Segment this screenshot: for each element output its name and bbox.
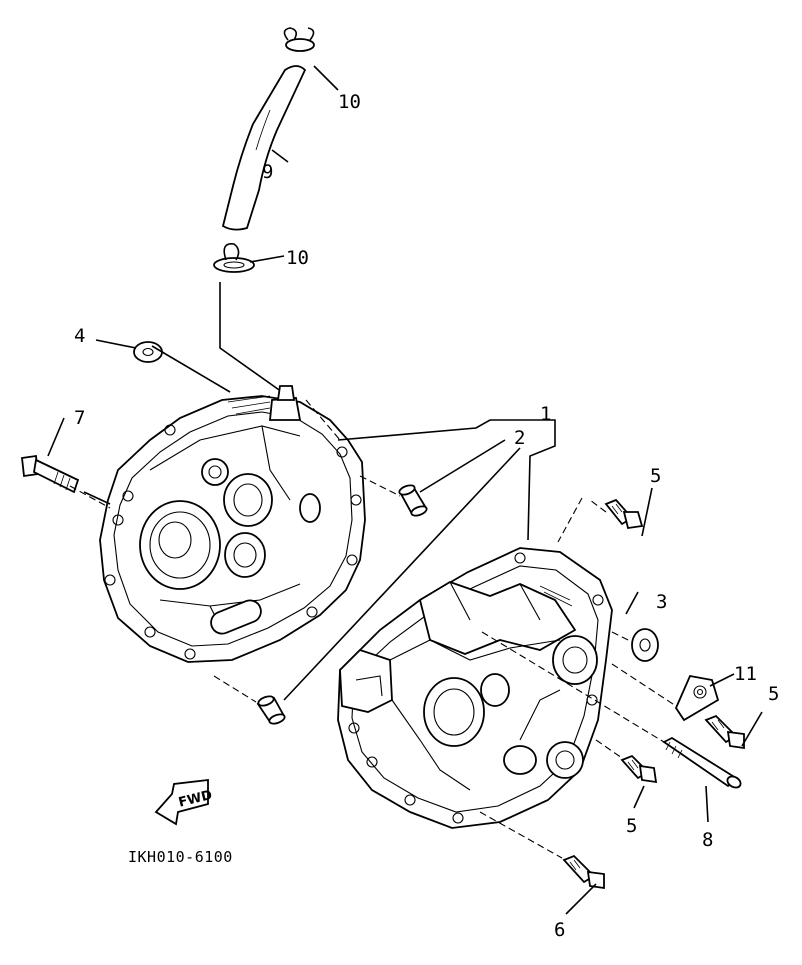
callout-5-lower: 5 — [626, 815, 637, 837]
bolt-7 — [21, 454, 80, 494]
diagram-code: IKH010-6100 — [128, 848, 233, 866]
callout-1: 1 — [540, 403, 551, 425]
crankcase-left-half — [99, 385, 366, 663]
bolt-8 — [662, 736, 742, 789]
callout-7: 7 — [74, 407, 85, 429]
crankcase-right-half — [337, 547, 613, 829]
hose-routing-line — [219, 282, 283, 393]
bolt-6 — [562, 854, 605, 890]
bolt-5-upper — [604, 498, 644, 530]
fwd-direction-arrow: FWD — [154, 778, 214, 826]
clip-upper — [283, 27, 315, 52]
washer-3 — [631, 628, 659, 662]
dowel-pin-upper — [398, 484, 428, 517]
bolt-5-lower — [620, 754, 658, 784]
callout-5-upper: 5 — [650, 465, 661, 487]
callout-4: 4 — [74, 325, 85, 347]
washer-4 — [133, 341, 163, 363]
callout-8: 8 — [702, 829, 713, 851]
dowel-pin-lower — [256, 695, 286, 725]
breather-hose — [221, 65, 307, 231]
callout-3: 3 — [656, 591, 667, 613]
callout-10-lower: 10 — [286, 247, 309, 269]
clip-lower — [213, 243, 255, 273]
callout-9: 9 — [262, 161, 273, 183]
callout-10-upper: 10 — [338, 91, 361, 113]
bolt-5-right — [704, 714, 745, 750]
leader-lines — [47, 65, 763, 915]
callout-11: 11 — [734, 663, 757, 685]
callout-6: 6 — [554, 919, 565, 941]
callout-5-right: 5 — [768, 683, 779, 705]
callout-2: 2 — [514, 427, 525, 449]
bracket-11 — [674, 674, 720, 722]
